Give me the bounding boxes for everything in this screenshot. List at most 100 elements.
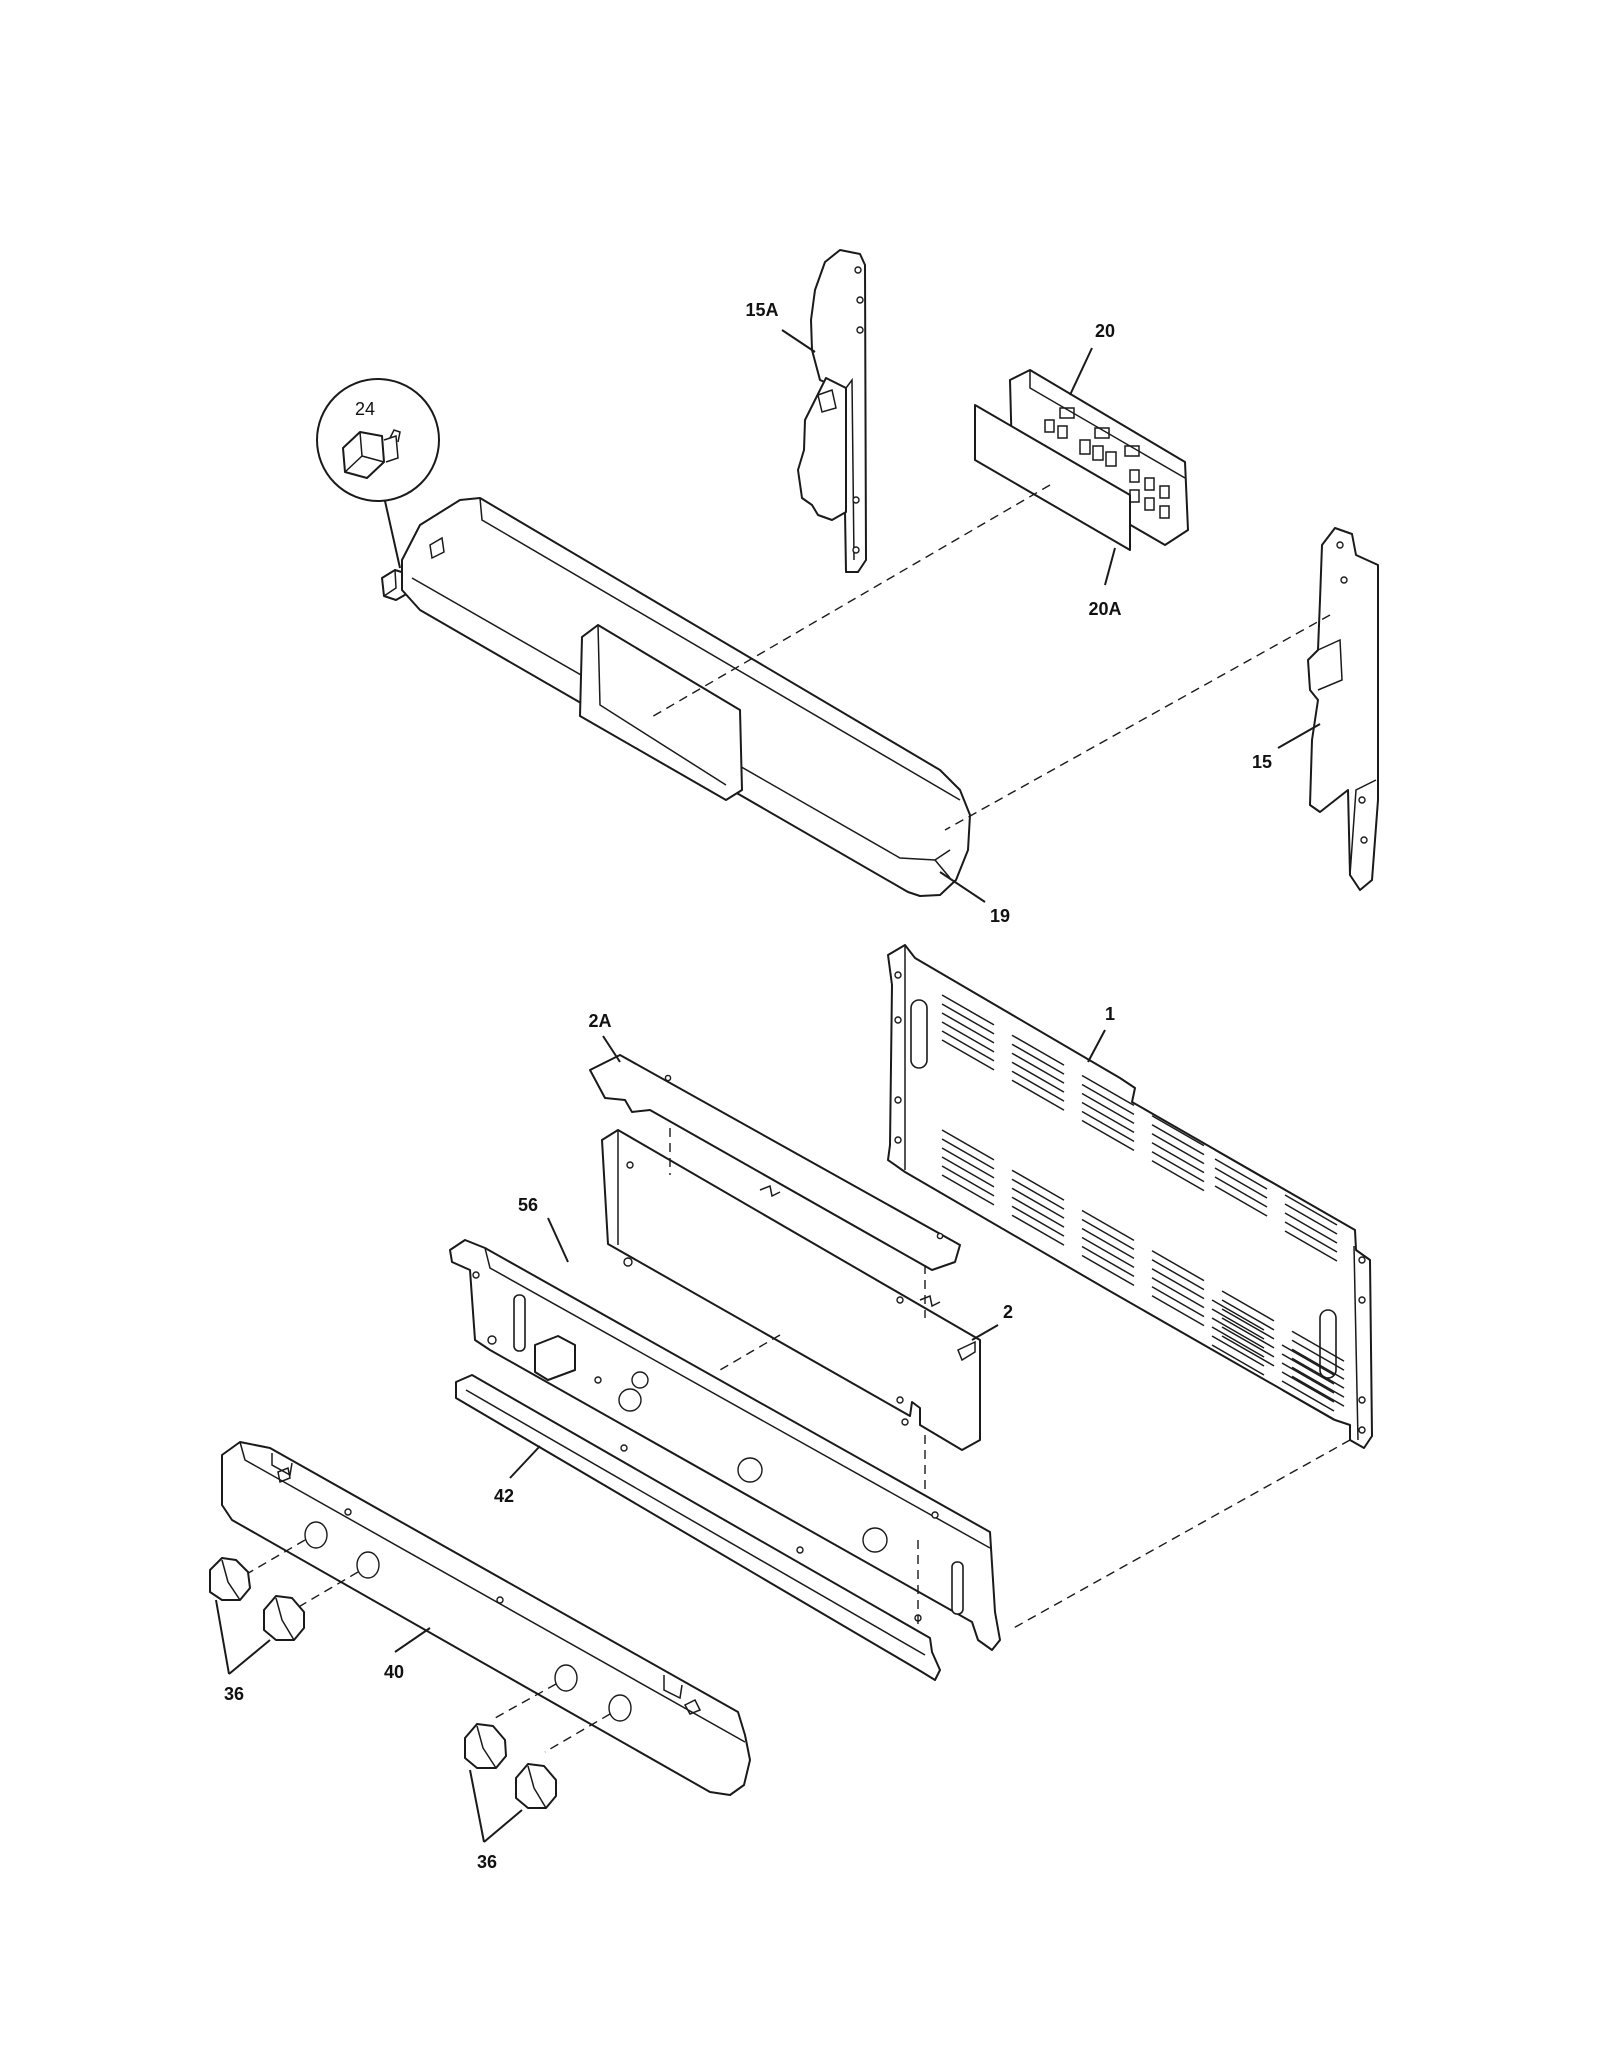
vent-louvre [1011, 1079, 1065, 1111]
vent-louvre [1281, 1362, 1335, 1394]
vent-louvre [1011, 1043, 1065, 1075]
vent-louvre [1011, 1034, 1065, 1066]
label-24: 24 [355, 399, 375, 419]
vent-louvre [941, 994, 995, 1026]
knob-alignment-lines [244, 1539, 611, 1753]
vent-louvre [1081, 1245, 1135, 1278]
part-36-knobs-left [209, 1557, 305, 1641]
vent-louvre [1081, 1227, 1135, 1260]
vent-louvre [1081, 1218, 1135, 1251]
label-40: 40 [384, 1662, 404, 1682]
vent-louvre [1011, 1070, 1065, 1102]
board-display-digits [1079, 439, 1117, 467]
vent-louvre [1081, 1083, 1135, 1116]
part-15-end-bracket [1307, 527, 1379, 891]
vent-louvre [1221, 1335, 1275, 1367]
vent-louvre [1281, 1344, 1335, 1376]
part-labels: 15A 20 24 20A 15 19 1 2A 2 56 42 40 36 3… [224, 300, 1272, 1872]
vent-louvre [941, 1147, 995, 1179]
label-15: 15 [1252, 752, 1272, 772]
part-20a-overlay [974, 404, 1131, 551]
label-2a: 2A [588, 1011, 611, 1031]
vent-louvre [1284, 1221, 1338, 1253]
vent-louvre [1291, 1330, 1345, 1362]
vent-louvre [1284, 1212, 1338, 1244]
vent-louvre [1281, 1371, 1335, 1403]
alignment-lines-top [649, 484, 1331, 831]
vent-louvre [1211, 1317, 1265, 1349]
vent-louvre [1011, 1205, 1065, 1237]
vent-louvre [1081, 1254, 1135, 1287]
vent-louvre [1151, 1115, 1205, 1147]
vent-louvre [941, 1039, 995, 1071]
vent-louvre [1221, 1290, 1275, 1322]
vent-louvre [1281, 1389, 1335, 1421]
label-20a: 20A [1088, 599, 1121, 619]
vent-louvre [1291, 1375, 1345, 1407]
vent-louvre [1291, 1339, 1345, 1371]
label-36-left: 36 [224, 1684, 244, 1704]
vent-louvre [941, 1021, 995, 1053]
vent-louvre [1151, 1250, 1205, 1282]
label-20: 20 [1095, 321, 1115, 341]
leader-lines [215, 329, 1321, 1843]
vent-louvre [1221, 1299, 1275, 1331]
part-20-control-board [1009, 369, 1189, 546]
vent-louvre [941, 1138, 995, 1170]
vent-louvre [1151, 1295, 1205, 1327]
rear-panel-vents [941, 994, 1345, 1421]
rear-panel-slots [910, 999, 1337, 1379]
vent-louvre [1151, 1286, 1205, 1318]
part-42-trim-strip [455, 1374, 941, 1681]
part-2a-heat-shield [589, 1054, 961, 1271]
vent-louvre [1081, 1110, 1135, 1143]
vent-louvre [1011, 1178, 1065, 1210]
vent-louvre [1011, 1052, 1065, 1084]
vent-louvre [1291, 1348, 1345, 1380]
vent-louvre [1221, 1308, 1275, 1340]
vent-louvre [941, 1012, 995, 1044]
vent-louvre [1151, 1133, 1205, 1165]
alignment-lines-lower [917, 1439, 1351, 1631]
label-15a: 15A [745, 300, 778, 320]
vent-louvre [941, 1003, 995, 1035]
label-2: 2 [1003, 1302, 1013, 1322]
vent-louvre [941, 1174, 995, 1206]
label-56: 56 [518, 1195, 538, 1215]
vent-louvre [1081, 1074, 1135, 1107]
vent-louvre [1214, 1149, 1268, 1181]
vent-louvre [1011, 1169, 1065, 1201]
vent-louvre [1081, 1236, 1135, 1269]
vent-louvre [1214, 1176, 1268, 1208]
vent-louvre [1081, 1092, 1135, 1125]
vent-louvre [1214, 1167, 1268, 1199]
vent-louvre [941, 1129, 995, 1161]
part-1-rear-vented-panel [887, 944, 1373, 1449]
vent-louvre [1211, 1299, 1265, 1331]
vent-louvre [1211, 1308, 1265, 1340]
vent-louvre [1081, 1209, 1135, 1242]
vent-louvre [1211, 1344, 1265, 1376]
vent-louvre [1221, 1317, 1275, 1349]
vent-louvre [1214, 1185, 1268, 1217]
vent-louvre [1211, 1335, 1265, 1367]
vent-louvre [1151, 1160, 1205, 1192]
vent-louvre [1284, 1203, 1338, 1235]
part-40-lower-control-panel [221, 1441, 751, 1796]
vent-louvre [1151, 1124, 1205, 1156]
vent-louvre [1011, 1214, 1065, 1246]
label-1: 1 [1105, 1004, 1115, 1024]
vent-louvre [1011, 1061, 1065, 1093]
alignment-lines-middle [669, 1128, 926, 1540]
vent-louvre [1151, 1142, 1205, 1174]
part-15a-end-bracket [797, 249, 867, 573]
label-42: 42 [494, 1486, 514, 1506]
knob-holes [304, 1521, 632, 1722]
label-36-right: 36 [477, 1852, 497, 1872]
vent-louvre [1221, 1326, 1275, 1358]
vent-louvre [1284, 1230, 1338, 1262]
vent-louvre [941, 1030, 995, 1062]
vent-louvre [1081, 1101, 1135, 1134]
label-19: 19 [990, 906, 1010, 926]
